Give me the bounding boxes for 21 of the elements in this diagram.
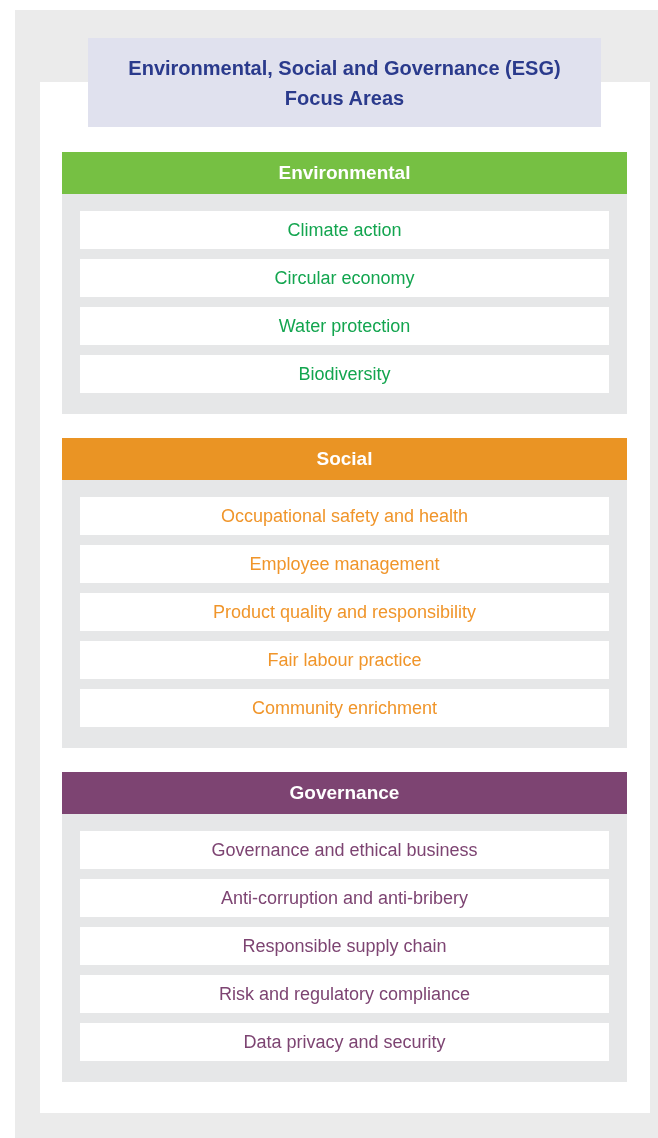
section-header: Environmental — [62, 152, 627, 194]
topic-box: Fair labour practice — [80, 641, 609, 679]
section-header: Governance — [62, 772, 627, 814]
topic-box: Risk and regulatory compliance — [80, 975, 609, 1013]
topic-box: Product quality and responsibility — [80, 593, 609, 631]
topic-box: Water protection — [80, 307, 609, 345]
section-panel — [62, 772, 627, 1082]
topic-box: Climate action — [80, 211, 609, 249]
topic-box: Anti-corruption and anti-bribery — [80, 879, 609, 917]
section-panel — [62, 438, 627, 748]
section-header: Social — [62, 438, 627, 480]
title-box: Environmental, Social and Governance (ESG) Focus Areas — [88, 38, 601, 127]
topic-box: Governance and ethical business — [80, 831, 609, 869]
topic-box: Circular economy — [80, 259, 609, 297]
topic-box: Occupational safety and health — [80, 497, 609, 535]
topic-box: Employee management — [80, 545, 609, 583]
topic-box: Responsible supply chain — [80, 927, 609, 965]
topic-box: Community enrichment — [80, 689, 609, 727]
section-panel — [62, 152, 627, 414]
topic-box: Biodiversity — [80, 355, 609, 393]
topic-box: Data privacy and security — [80, 1023, 609, 1061]
